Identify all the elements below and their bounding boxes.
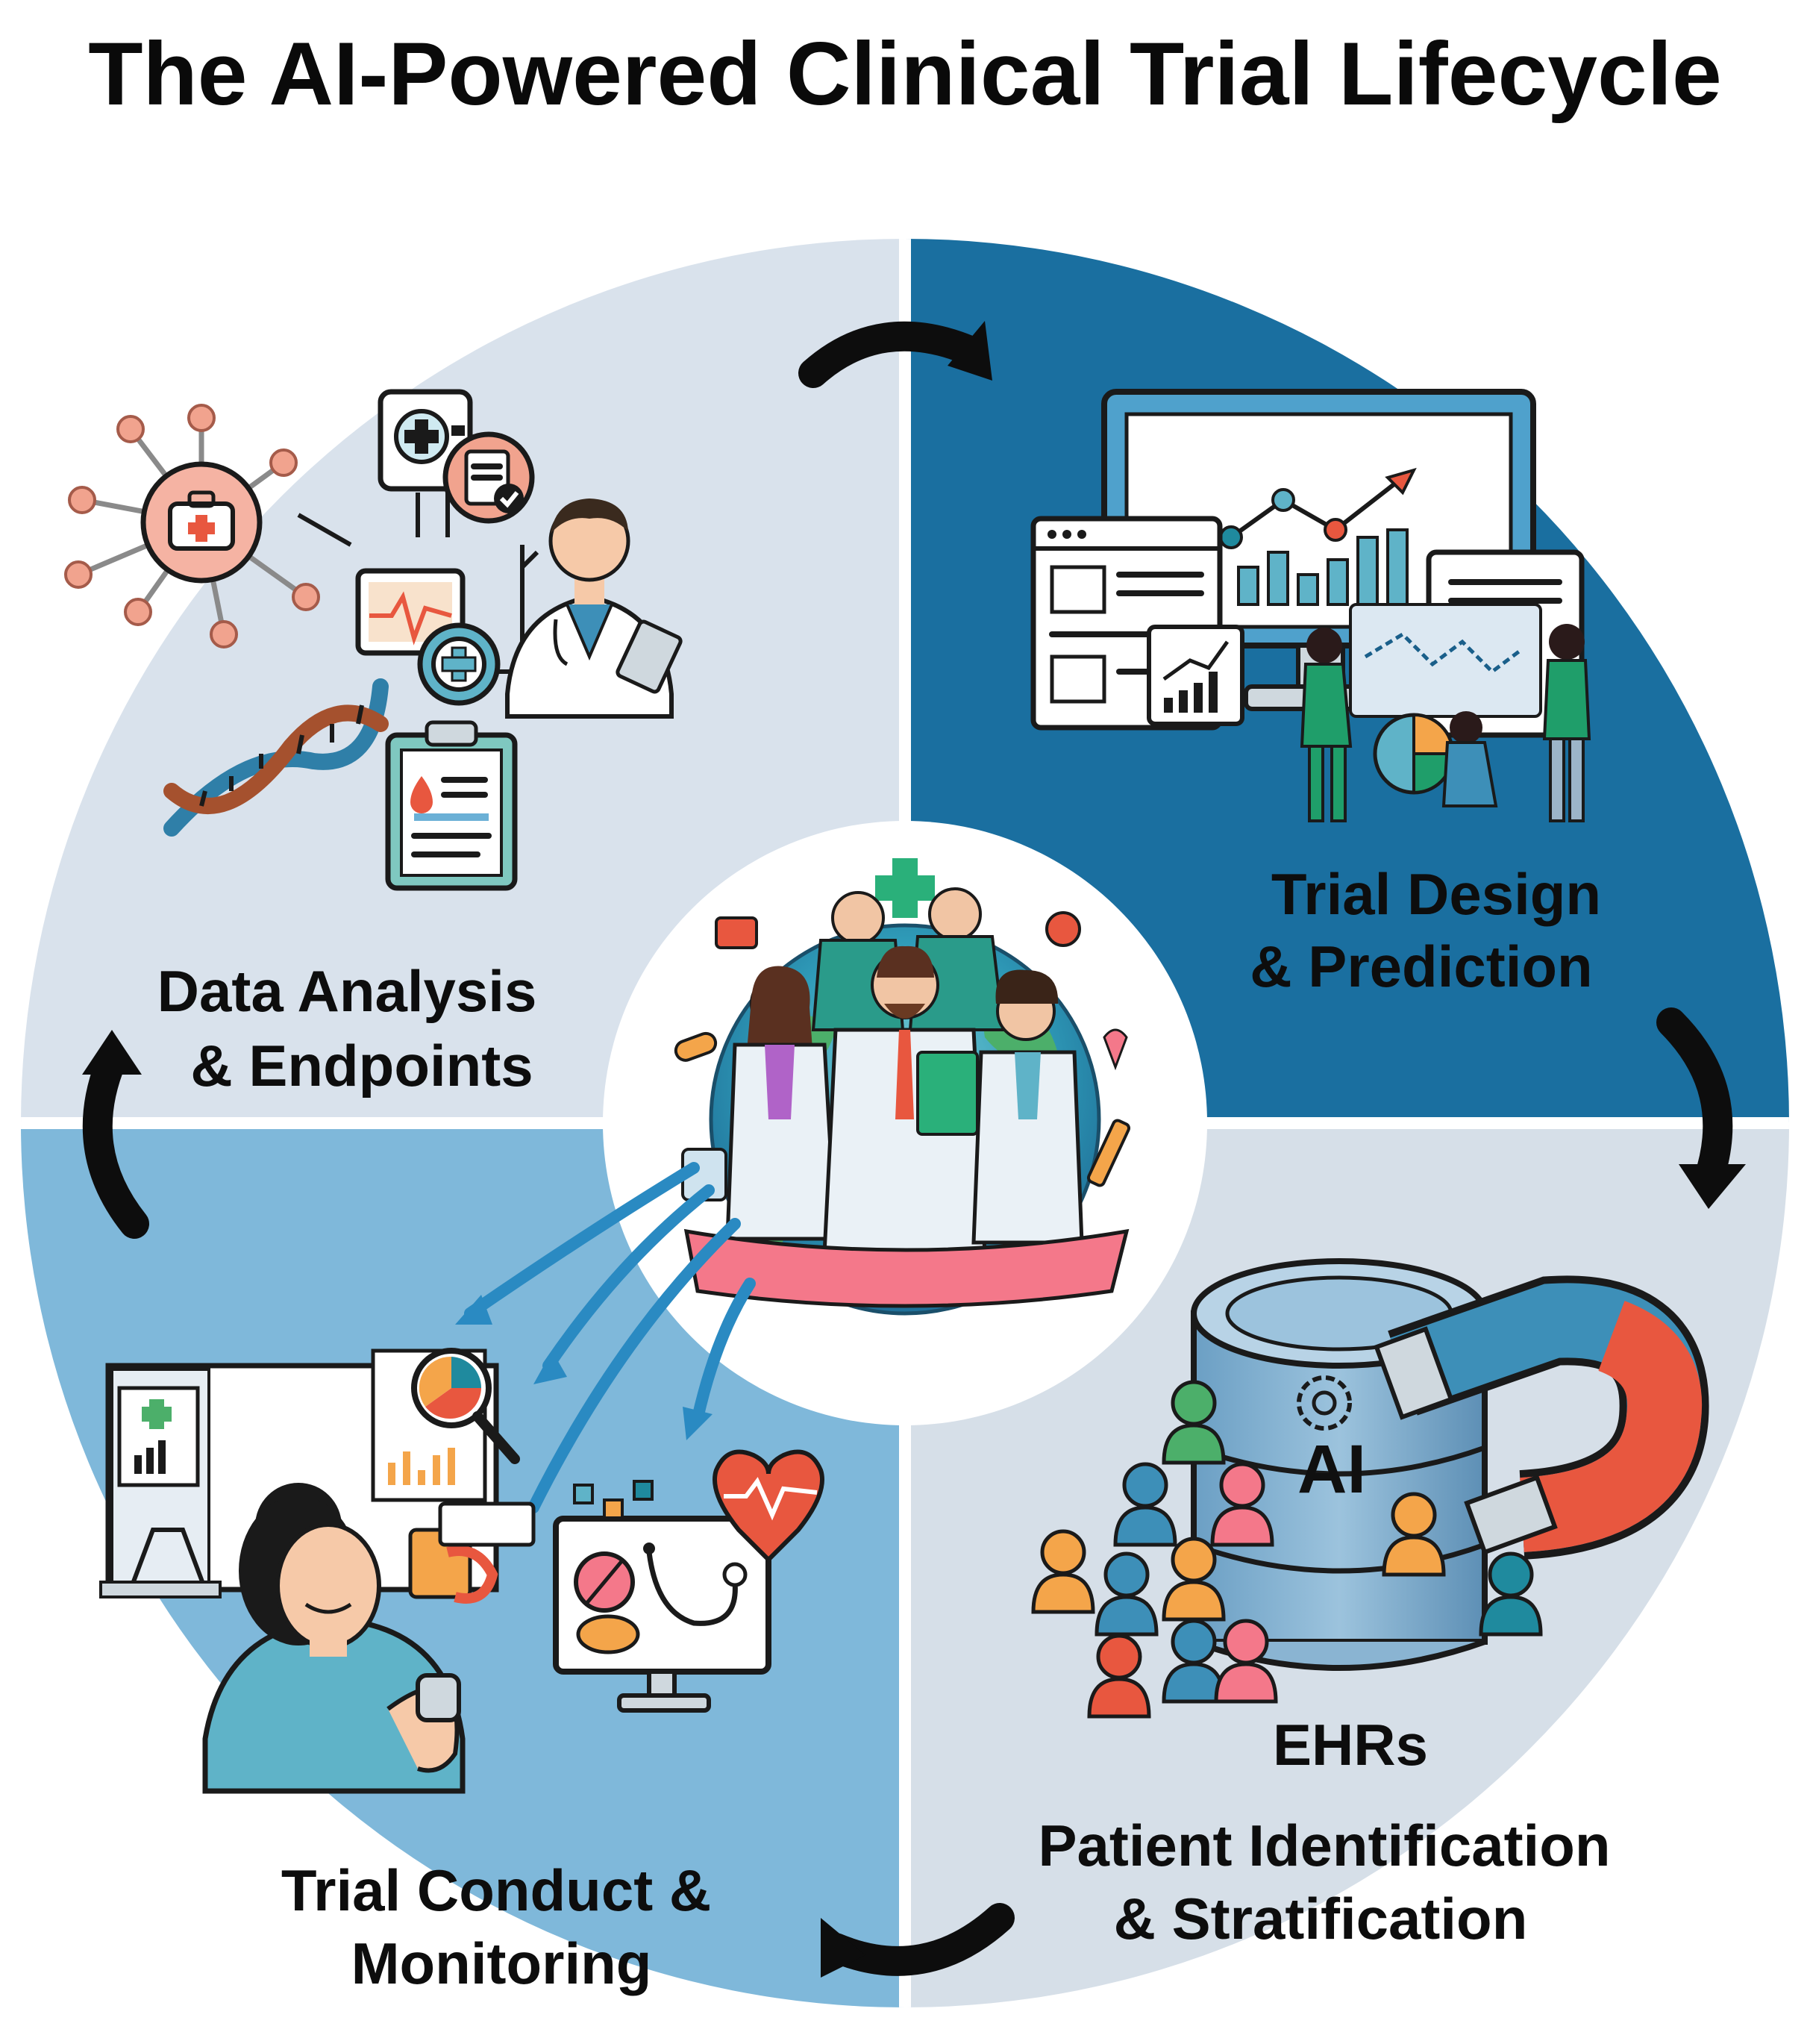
- stage-label-trial-design: Trial Design: [1271, 861, 1601, 927]
- telehealth-monitor-icon: [553, 1480, 771, 1713]
- stage-label-data-analysis: Data Analysis: [157, 958, 537, 1024]
- medical-team-globe-icon: [674, 858, 1131, 1316]
- stage-label-trial-conduct-line2: Monitoring: [351, 1931, 652, 1996]
- ehrs-label: EHRs: [1273, 1712, 1428, 1778]
- stage-label-trial-conduct: Trial Conduct &: [281, 1857, 711, 1923]
- blood-test-clipboard-icon: [385, 720, 518, 891]
- smartwatch-patient-icon: [202, 1483, 536, 1794]
- magnifier-pie-chart-icon: [371, 1348, 520, 1502]
- flow-arrowheads: [455, 1295, 713, 1440]
- growth-chart-icon: [1147, 625, 1244, 726]
- stage-label-data-analysis-line2: & Endpoints: [190, 1033, 533, 1098]
- plus-circle-icon: [417, 622, 501, 706]
- doctor-with-tablet-icon: [505, 499, 683, 719]
- stage-label-trial-design-line2: & Prediction: [1250, 934, 1592, 999]
- team-collaboration-icon: [1300, 603, 1591, 822]
- cycle-arrow-icon: [1656, 1007, 1746, 1209]
- page-title: The AI-Powered Clinical Trial Lifecycle: [88, 24, 1722, 124]
- stage-label-patient-identification: Patient Identification: [1038, 1813, 1610, 1878]
- patient-group-icon: [1031, 1380, 1543, 1719]
- cycle-arrow-icon: [821, 1903, 1015, 1978]
- network-medical-icon: [64, 404, 320, 648]
- magnet-icon: [1374, 1275, 1709, 1560]
- cycle-arrow-icon: [798, 321, 992, 388]
- ai-badge: AI: [1297, 1431, 1366, 1507]
- clipboard-check-icon: [442, 431, 535, 524]
- cycle-arrow-icon: [82, 1030, 149, 1239]
- stage-label-patient-identification-line2: & Stratification: [1114, 1886, 1528, 1951]
- heart-rate-icon: [713, 1449, 824, 1563]
- dna-helix-icon: [163, 678, 389, 837]
- flow-arrows: [464, 1162, 756, 1513]
